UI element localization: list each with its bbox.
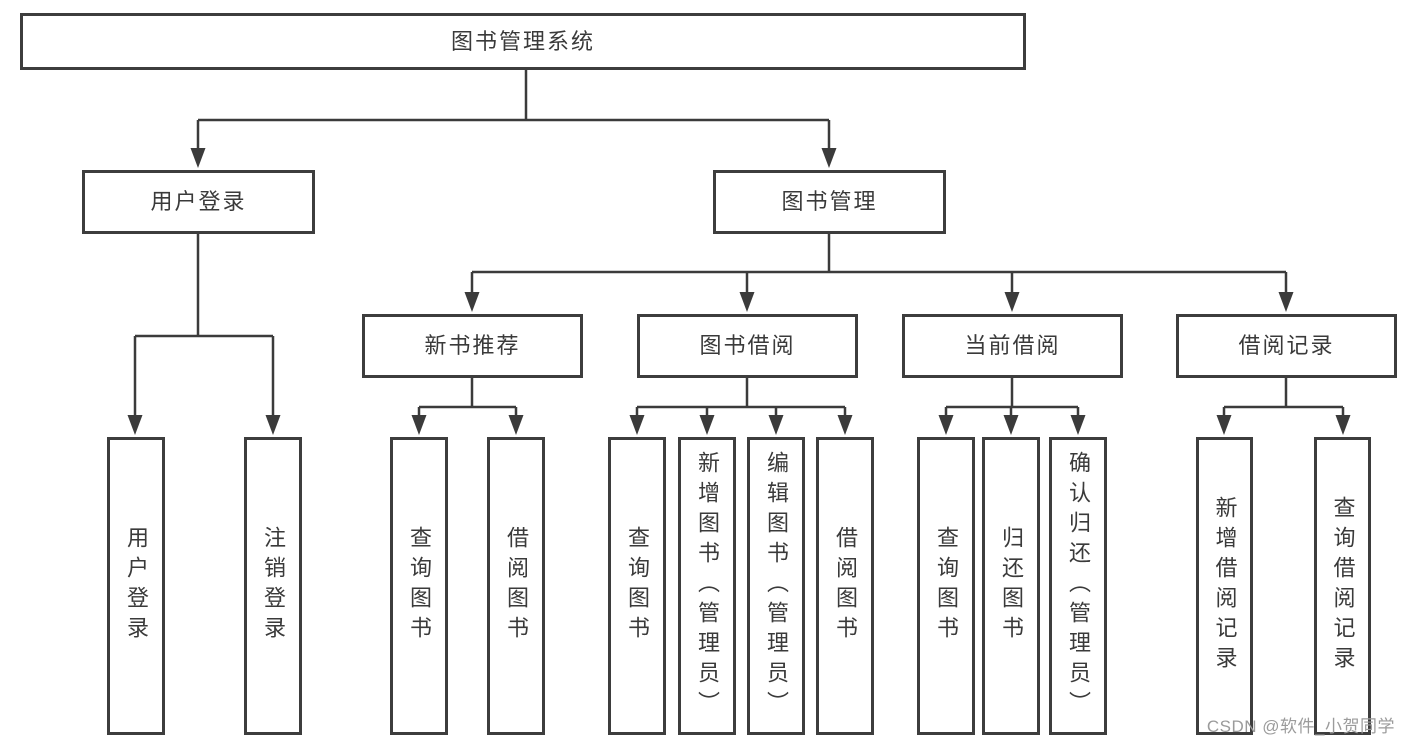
connector-root-to-level1	[196, 70, 831, 150]
node-label: 归还图书	[999, 526, 1024, 646]
node-label: 新增借阅记录	[1212, 496, 1238, 676]
leaf-edit-books-admin: 编辑图书（管理员）	[747, 437, 805, 735]
leaf-logout: 注销登录	[244, 437, 302, 735]
connector-book-mgmt-children	[470, 234, 1288, 295]
node-label: 借阅图书	[504, 526, 529, 646]
leaf-add-borrow-record: 新增借阅记录	[1196, 437, 1253, 735]
connector-borrow-record-children	[1222, 378, 1345, 418]
node-label: 当前借阅	[964, 333, 1061, 358]
leaf-user-login: 用户登录	[107, 437, 165, 735]
leaf-borrow-books: 借阅图书	[816, 437, 874, 735]
connector-new-book-children	[417, 378, 518, 418]
connector-current-borrow-children	[944, 378, 1080, 418]
leaf-add-books-admin: 新增图书（管理员）	[678, 437, 736, 735]
node-label: 用户登录	[150, 189, 247, 214]
leaf-newrec-borrow-books: 借阅图书	[487, 437, 545, 735]
leaf-borrow-query-books: 查询图书	[608, 437, 666, 735]
node-book-borrowing: 图书借阅	[637, 314, 858, 378]
node-label: 注销登录	[261, 526, 286, 646]
node-label: 新书推荐	[424, 333, 521, 358]
node-label: 查询借阅记录	[1330, 496, 1356, 676]
node-label: 查询图书	[625, 526, 650, 646]
node-label: 图书管理系统	[450, 28, 595, 54]
csdn-watermark: CSDN @软件_小贺同学	[1206, 717, 1395, 736]
leaf-newrec-query-books: 查询图书	[390, 437, 448, 735]
leaf-query-borrow-record: 查询借阅记录	[1314, 437, 1371, 735]
leaf-current-query-books: 查询图书	[917, 437, 975, 735]
node-label: 图书管理	[781, 189, 878, 214]
node-user-login: 用户登录	[82, 170, 315, 234]
node-label: 确认归还（管理员）	[1066, 451, 1091, 721]
leaf-confirm-return-admin: 确认归还（管理员）	[1049, 437, 1107, 735]
node-root: 图书管理系统	[20, 13, 1026, 70]
node-label: 用户登录	[124, 526, 149, 646]
connector-user-login-children	[133, 234, 275, 418]
arrowheads	[127, 148, 1351, 435]
node-current-borrowing: 当前借阅	[902, 314, 1123, 378]
node-label: 借阅图书	[833, 526, 858, 646]
node-label: 编辑图书（管理员）	[764, 451, 789, 721]
node-borrowing-records: 借阅记录	[1176, 314, 1397, 378]
node-label: 借阅记录	[1238, 333, 1335, 358]
node-label: 查询图书	[407, 526, 432, 646]
leaf-return-books: 归还图书	[982, 437, 1040, 735]
node-new-book-recommend: 新书推荐	[362, 314, 583, 378]
connector-book-borrow-children	[635, 378, 847, 418]
node-label: 查询图书	[934, 526, 959, 646]
node-book-management: 图书管理	[713, 170, 946, 234]
node-label: 图书借阅	[699, 333, 796, 358]
node-label: 新增图书（管理员）	[695, 451, 720, 721]
